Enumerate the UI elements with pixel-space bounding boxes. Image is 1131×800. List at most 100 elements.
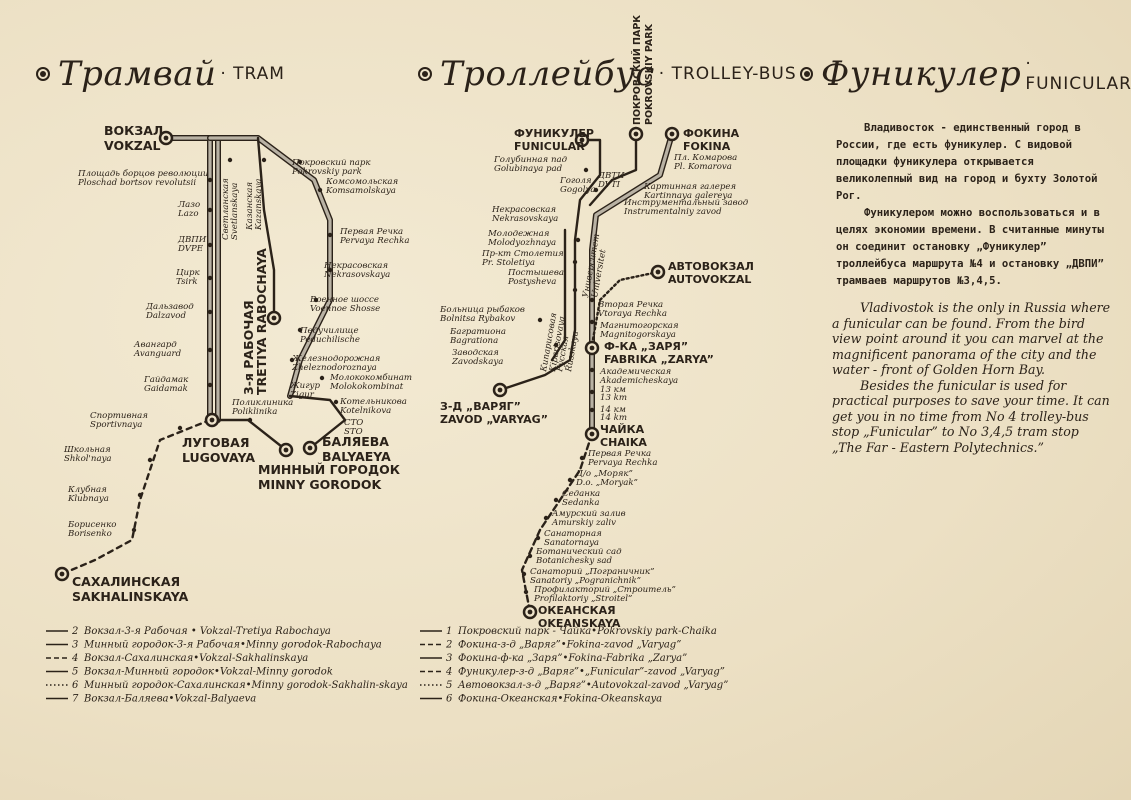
tram-stop-label: Kotelnikova — [339, 406, 391, 416]
trolley-stop-label: Amurskiy zaliv — [551, 518, 616, 528]
vokzal-label-en: VOKZAL — [104, 138, 161, 153]
trolley-stop-label: D.o. „Moryak” — [575, 478, 638, 488]
tram-stop-label: Светланская — [221, 178, 231, 240]
trolley-stop-label: Амурский залив — [551, 509, 626, 519]
trolley-stop-label: Некрасовская — [491, 205, 556, 215]
tram-legend-route-text: Вокзал-Минный городок•Vokzal-Minny gorod… — [83, 667, 333, 678]
trolley-stop-label: Багратиона — [449, 327, 506, 337]
okeanskaya-label-en: OKEANSKAYA — [538, 617, 621, 630]
tram-stop-label: Voennoe Shosse — [310, 304, 380, 314]
trolley-stop-label: Д/о „Моряк” — [575, 469, 633, 479]
trolley-stop-label: Bolnitsa Rybakov — [439, 314, 515, 324]
tram-stop-label: Педучилище — [299, 326, 359, 336]
tram-legend-route-text: Минный городок-3-я Рабочая•Minny gorodok… — [83, 640, 382, 651]
km-marker: 13 км — [600, 385, 626, 395]
trolley-stop-label: Sanatornaya — [544, 538, 599, 548]
tram-stop-label: СТО — [344, 418, 363, 428]
trolley-stop-labels: Голубинная пад Golubinaya pad Пл. Комаро… — [439, 153, 749, 604]
info-en-paragraph: Besides the funicular is used for practi… — [832, 377, 1110, 455]
sakhalinskaya-label-ru: САХАЛИНСКАЯ — [72, 574, 180, 589]
tram-stop-label: Лазо — [177, 200, 200, 210]
tram-stop-label: Komsamolskaya — [325, 186, 396, 196]
trolley-stop-label: Instrumentalniy zavod — [623, 207, 722, 217]
trolley-legend-route-number: 4 — [445, 667, 452, 678]
title-bullet-icon — [36, 67, 50, 81]
tram-stop-label: Поликлиника — [231, 398, 293, 408]
tram-stop-label: Железнодорожная — [291, 354, 381, 364]
trolley-stop-label: Magnitogorskaya — [599, 330, 676, 340]
trolley-stop-label: Akademicheskaya — [599, 376, 678, 386]
autovokzal-label-ru: АВТОВОКЗАЛ — [668, 260, 754, 273]
tram-stop-label: Pervaya Rechka — [339, 236, 410, 246]
trolley-title-ru: Троллейбус — [440, 54, 655, 94]
trolley-stop-label: Sedanka — [562, 498, 599, 508]
trolley-stop-label: Молодежная — [487, 229, 550, 239]
tram-stop-label: Молококомбинат — [329, 372, 412, 383]
vokzal-label-ru: ВОКЗАЛ — [104, 123, 163, 138]
tram-stop-label: Avanguard — [133, 349, 182, 359]
tram-stop-label: Спортивная — [90, 411, 148, 421]
trolley-stop-label: Профилакторий „Строитель” — [533, 585, 676, 595]
trolley-stop-label: Nekrasovskaya — [491, 214, 558, 224]
chaika-label-en: CHAIKA — [600, 436, 647, 449]
lugovaya-label-en: LUGOVAYA — [182, 450, 255, 465]
trolley-stop-label: Академическая — [599, 367, 671, 377]
info-ru-paragraph: Владивосток - единственный город в Росси… — [836, 122, 1098, 202]
balyaeva-label-en: BALYAEYA — [322, 449, 391, 464]
title-bullet-icon — [800, 67, 814, 81]
tram-legend-route-text: Минный городок-Сахалинская•Minny gorodok… — [83, 680, 408, 691]
trolley-title-en: · TROLLEY-BUS — [658, 64, 797, 84]
trolley-terminals[interactable] — [492, 126, 680, 620]
okeanskaya-label-ru: ОКЕАНСКАЯ — [538, 604, 616, 617]
tram-stop-label: Lazo — [177, 209, 199, 219]
trolley-stop-label: Gogolya — [560, 185, 595, 195]
tram-legend-route-number: 3 — [72, 640, 78, 651]
tram-stop-label: Школьная — [63, 445, 111, 455]
trolley-legend-route-text: Покровский парк - Чайка•Pokrovskiy park-… — [457, 626, 717, 637]
trolley-stop-label: Postysheva — [507, 277, 556, 287]
lugovaya-label-ru: ЛУГОВАЯ — [182, 435, 249, 450]
trolley-stop-label: Profilaktoriy „Stroitel” — [533, 594, 632, 604]
tram-stop-label: Sportivnaya — [90, 420, 142, 430]
trolley-stop-label: Санаторий „Пограничник” — [530, 567, 654, 577]
trolley-stop-label: Bagrationa — [449, 336, 498, 346]
tram-stop-label: Гайдамак — [143, 375, 189, 385]
chaika-label-ru: ЧАЙКА — [600, 423, 645, 436]
tram-stop-label: ДВПИ — [177, 235, 207, 245]
trolley-legend-route-number: 1 — [446, 626, 452, 637]
trolley-stop-label: Первая Речка — [587, 449, 651, 459]
trolley-stop-label: Kartinnaya galereya — [643, 191, 732, 201]
info-en-paragraph: Vladivostok is the only in Russia where … — [832, 300, 1111, 377]
tram-stop-label: STO — [344, 427, 363, 437]
trolley-stop-label: Sanatoriy „Pogranichnik” — [530, 576, 641, 586]
trolley-legend: 1 Покровский парк - Чайка•Pokrovskiy park… — [420, 626, 728, 705]
funicular-info-en: Vladivostok is the only in Russia where … — [832, 300, 1112, 455]
tram-stop-label: Nekrasovskaya — [323, 270, 390, 280]
minny-label-ru: МИННЫЙ ГОРОДОК — [258, 462, 401, 477]
trolley-stop-label: Заводская — [452, 348, 499, 358]
tram-stop-label: Комсомольская — [325, 177, 398, 187]
pokrovsky-label-ru: ПОКРОВСКИЙ ПАРК — [631, 15, 643, 125]
trolley-stop-label: Голубинная пад — [493, 154, 568, 165]
tram-stop-label: Shkol'naya — [64, 454, 112, 464]
tram-stop-label: Борисенко — [67, 520, 116, 530]
tram-title-en: · TRAM — [220, 64, 285, 84]
trolley-legend-route-text: Фокина-з-д „Варяг”•Fokina-zavod „Varyag” — [458, 640, 681, 651]
tram-stop-label: Kazanskaya — [254, 179, 264, 231]
funicular-title-ru: Фуникулер — [821, 54, 1022, 94]
km-marker: 14 км — [600, 405, 626, 415]
tretiya-label-ru: 3-я РАБОЧАЯ — [241, 300, 256, 395]
trolley-legend-route-text: Автовокзал-з-д „Варяг”•Autovokzal-zavod … — [457, 680, 728, 691]
varyag-label-en: ZAVOD „VARYAG” — [440, 413, 548, 426]
trolley-stop-label: Гоголя — [559, 176, 592, 186]
tram-legend-route-text: Вокзал-3-я Рабочая • Vokzal-Tretiya Rabo… — [83, 626, 331, 637]
tram-stop-label: Gaidamak — [144, 384, 188, 394]
trolley-stop-label: Пл. Комарова — [673, 153, 737, 163]
tram-legend-route-number: 4 — [71, 653, 78, 664]
tram-stop-label: Дальзавод — [145, 302, 194, 312]
trolley-lines — [498, 131, 675, 614]
trolley-stop-label: Седанка — [562, 489, 600, 499]
tram-stop-label: Peduchilische — [299, 335, 360, 345]
